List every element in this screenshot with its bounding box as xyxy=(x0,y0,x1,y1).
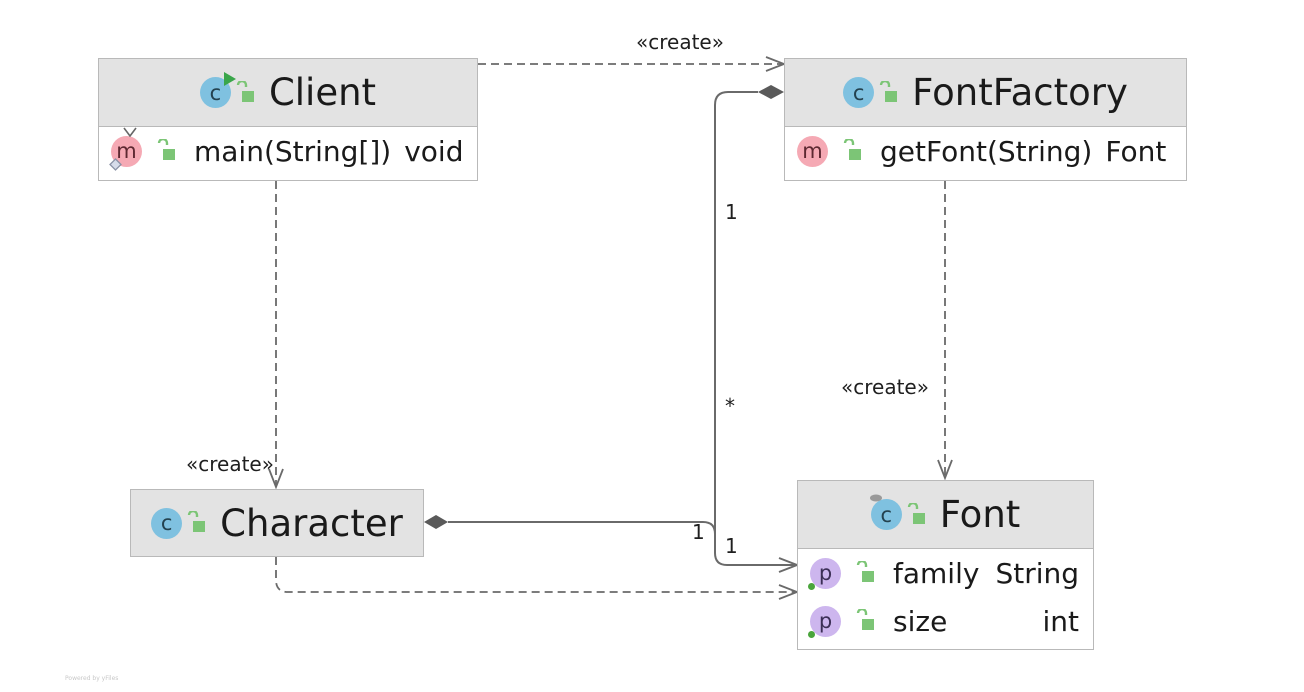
class-client[interactable]: c Client m main(String[]) void xyxy=(98,58,478,181)
member-name: size xyxy=(893,604,948,638)
member-row[interactable]: m main(String[]) void xyxy=(99,127,477,175)
member-type: Font xyxy=(1105,134,1167,168)
composition-diamond-fontfactory xyxy=(758,85,784,99)
member-type: void xyxy=(404,134,464,168)
class-name: Font xyxy=(939,493,1021,536)
class-character-header[interactable]: c Character xyxy=(131,490,423,556)
field-dot-icon xyxy=(808,582,815,590)
multiplicity-fontfactory-target: * xyxy=(725,394,735,418)
class-font[interactable]: c Font p family String p size int xyxy=(797,480,1094,650)
public-lock-icon xyxy=(187,511,206,532)
label-create-client-character: «create» xyxy=(186,452,274,476)
run-badge-icon xyxy=(223,72,236,86)
member-name: getFont(String) xyxy=(880,134,1093,168)
public-lock-icon xyxy=(879,80,898,102)
class-client-header[interactable]: c Client xyxy=(99,59,477,127)
member-name: family xyxy=(893,556,980,590)
member-row[interactable]: m getFont(String) Font xyxy=(785,127,1186,175)
multiplicity-fontfactory-source: 1 xyxy=(725,200,738,224)
class-icon: c xyxy=(843,77,875,108)
class-icon: c xyxy=(151,507,183,539)
public-lock-icon xyxy=(856,561,874,582)
class-icon: c xyxy=(199,72,236,108)
member-row[interactable]: p family String xyxy=(798,549,1093,597)
method-icon: m xyxy=(109,127,152,171)
multiplicity-character-source: 1 xyxy=(692,520,705,544)
class-name: Character xyxy=(220,501,403,545)
arrowhead-client-character xyxy=(268,468,284,490)
field-dot-icon xyxy=(808,630,815,638)
property-icon: p xyxy=(808,557,851,590)
member-type: int xyxy=(1042,604,1079,638)
label-create-client-fontfactory: «create» xyxy=(636,30,724,54)
property-icon: p xyxy=(808,605,851,638)
arrowhead-fontfactory-font xyxy=(937,459,953,481)
class-font-header[interactable]: c Font xyxy=(798,481,1093,549)
class-icon: c xyxy=(869,494,902,530)
class-name: FontFactory xyxy=(912,71,1128,114)
edge-fontfactory-font-composition xyxy=(714,91,797,566)
public-lock-icon xyxy=(843,139,861,160)
class-fontfactory[interactable]: c FontFactory m getFont(String) Font xyxy=(784,58,1187,181)
member-name: main(String[]) xyxy=(194,134,392,168)
public-lock-icon xyxy=(236,80,254,102)
public-lock-icon xyxy=(157,139,175,160)
class-name: Client xyxy=(268,71,377,114)
public-lock-icon xyxy=(907,502,925,524)
watermark: Powered by yFiles xyxy=(65,675,119,682)
label-create-fontfactory-font: «create» xyxy=(841,375,929,399)
method-icon: m xyxy=(797,135,838,167)
member-type: String xyxy=(995,556,1079,590)
public-lock-icon xyxy=(856,609,874,630)
composition-diamond-character xyxy=(424,515,448,529)
edge-character-font-composition xyxy=(448,521,716,553)
member-row[interactable]: p size int xyxy=(798,597,1093,645)
class-fontfactory-header[interactable]: c FontFactory xyxy=(785,59,1186,127)
diamond-badge-icon xyxy=(109,157,122,171)
static-badge-icon xyxy=(123,127,137,137)
class-character[interactable]: c Character xyxy=(130,489,424,557)
multiplicity-character-target: 1 xyxy=(725,534,738,558)
final-badge-icon xyxy=(869,494,882,502)
edge-character-font-dependency xyxy=(275,557,797,593)
